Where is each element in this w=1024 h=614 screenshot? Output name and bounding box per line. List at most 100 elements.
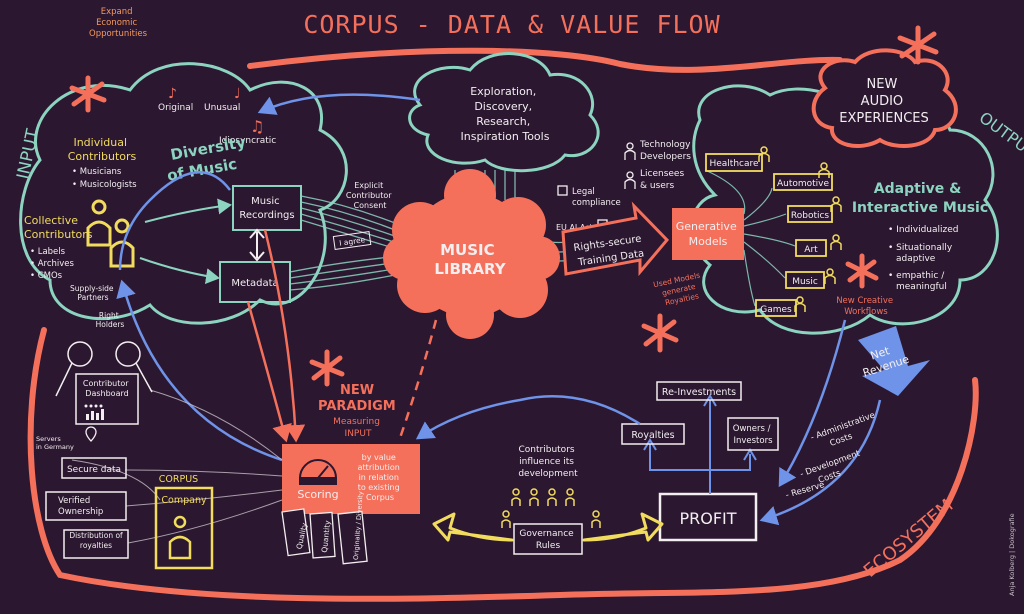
- magnifier-icon: [115, 341, 153, 393]
- verified-ownership-box: [45, 491, 127, 521]
- music-recordings-box: [232, 185, 302, 231]
- agree-box: [332, 230, 372, 251]
- author-credit: Anja Kolberg | Dokografie: [1008, 513, 1016, 596]
- dashboard-box: [75, 373, 139, 425]
- double-arrow-icon: [249, 228, 265, 262]
- flow-arrow: [144, 198, 232, 223]
- scoring-description: by value attribution in relation to exis…: [358, 453, 403, 502]
- corpus-company-label: CORPUS Company: [159, 474, 207, 506]
- arrow-head: [643, 438, 657, 451]
- music-note-icon: ♩: [234, 86, 241, 102]
- tag-original: Original: [158, 103, 193, 113]
- collective-contributors: Collective Contributors: [24, 214, 93, 241]
- net-revenue-arrow: [858, 326, 930, 396]
- royalties-box: [621, 423, 685, 445]
- agree-label: I agree: [339, 235, 366, 248]
- application-strands: [704, 169, 796, 307]
- app-healthcare: Healthcare: [705, 153, 763, 172]
- distribution-box: [63, 529, 129, 559]
- scoring-tag-originality: Originality / Diversity: [337, 491, 368, 565]
- reinvestments-label: Re-Investments: [662, 387, 736, 398]
- music-library-label: MUSIC LIBRARY: [434, 241, 506, 278]
- collective-list: • Labels • Archives • CMOs: [30, 247, 77, 281]
- governance-rules-label: Governance Rules: [519, 529, 576, 551]
- app-robotics: Robotics: [787, 205, 833, 223]
- legal-compliance: Legal compliance: [572, 187, 621, 208]
- asterisk-icon: [897, 25, 939, 65]
- exploration-arrow: [257, 93, 421, 115]
- scoring-label: Scoring: [297, 488, 338, 501]
- royalties-to-scoring-arrow: [415, 395, 641, 440]
- governance-rules-box: [513, 523, 583, 555]
- person-icon: [168, 515, 192, 560]
- recordings-to-scoring: [263, 229, 306, 443]
- input-cloud: [19, 62, 348, 325]
- ecosystem-outline: [247, 47, 843, 73]
- music-note-icon: ♫: [250, 117, 264, 136]
- profit-label: PROFIT: [679, 509, 736, 528]
- gauge-icon: [299, 459, 337, 485]
- music-note-icon: ♪: [168, 86, 177, 102]
- verified-ownership-label: Verified Ownership: [58, 496, 103, 517]
- royalties-label: Royalties: [631, 430, 674, 441]
- revenue-to-profit-arrow: [759, 399, 882, 526]
- right-holders: Right Holders: [96, 311, 125, 329]
- app-art: Art: [795, 239, 827, 257]
- person-icon: [624, 142, 636, 160]
- music-library-blob: [383, 169, 560, 339]
- app-music: Music: [785, 271, 825, 289]
- used-models-royalties: Used Models generate Royalties: [652, 270, 707, 309]
- library-to-scoring: [398, 319, 438, 439]
- reserve: - Reserve: [785, 480, 826, 501]
- location-pin-icon: [85, 426, 97, 442]
- person-icon: [86, 199, 112, 247]
- asterisk-icon: [309, 349, 345, 387]
- tag-idiosyncratic: Idiosyncratic: [219, 136, 276, 146]
- training-data-arrow: [561, 201, 670, 277]
- individual-contributors: Individual Contributors: [68, 136, 137, 163]
- svg-text:Automotive: Automotive: [777, 179, 830, 189]
- owners-box: [727, 417, 779, 451]
- governance-arrow-left: [432, 512, 514, 542]
- individual-list: • Musicians • Musicologists: [72, 167, 137, 190]
- measuring-input: Measuring INPUT: [333, 417, 383, 439]
- owners-label: Owners / Investors: [733, 424, 773, 446]
- expand-opportunities: Expand Economic Opportunities: [89, 7, 148, 39]
- check-icon: [557, 185, 568, 196]
- exploration-cloud: [408, 52, 600, 173]
- section-output: OUTPUT: [976, 108, 1024, 162]
- svg-text:Robotics: Robotics: [791, 211, 830, 221]
- generative-models-label: Generative Models: [676, 220, 740, 248]
- corpus-company-box: [154, 486, 214, 570]
- contributor-consent: Explicit Contributor Consent: [346, 181, 394, 210]
- asterisk-icon: [69, 75, 107, 113]
- diversity-arrow: [118, 170, 231, 271]
- supply-side-partners: Supply-side Partners: [70, 284, 116, 302]
- ecosystem-outline-bottom: [27, 327, 979, 602]
- page-title: CORPUS - DATA & VALUE FLOW: [303, 10, 720, 39]
- generative-models-box: [672, 208, 744, 260]
- profit-tree: [649, 400, 751, 494]
- new-creative-workflows: New Creative Workflows: [836, 296, 896, 317]
- svg-text:Music: Music: [792, 277, 818, 287]
- reinvestments-box: [656, 381, 742, 401]
- app-automotive: Automotive: [773, 173, 833, 191]
- distribution-label: Distribution of royalties: [69, 531, 123, 550]
- exploration-tools: Exploration, Discovery, Research, Inspir…: [461, 85, 550, 143]
- technology-developers: Technology Developers: [639, 140, 693, 162]
- flow-arrow: [139, 257, 220, 285]
- asterisk-icon: [641, 313, 679, 353]
- scoring-to-contributors: [116, 279, 283, 462]
- arrow-head: [703, 394, 717, 407]
- audio-experiences-cloud: [811, 48, 958, 148]
- section-ecosystem: ECOSYSTEM: [860, 495, 958, 582]
- section-input: INPUT: [13, 127, 43, 181]
- contributors-influence: Contributors influence its development: [518, 445, 578, 479]
- scoring-tag-quality: Quality: [281, 508, 311, 557]
- adaptive-music-title: Adaptive & Interactive Music: [852, 181, 988, 216]
- svg-text:Quantity: Quantity: [320, 519, 332, 553]
- secure-data-box: [61, 457, 127, 479]
- new-audio-experiences: NEW AUDIO EXPERIENCES: [839, 77, 929, 126]
- distribution-label-wrap: Distribution of royalties: [69, 531, 123, 550]
